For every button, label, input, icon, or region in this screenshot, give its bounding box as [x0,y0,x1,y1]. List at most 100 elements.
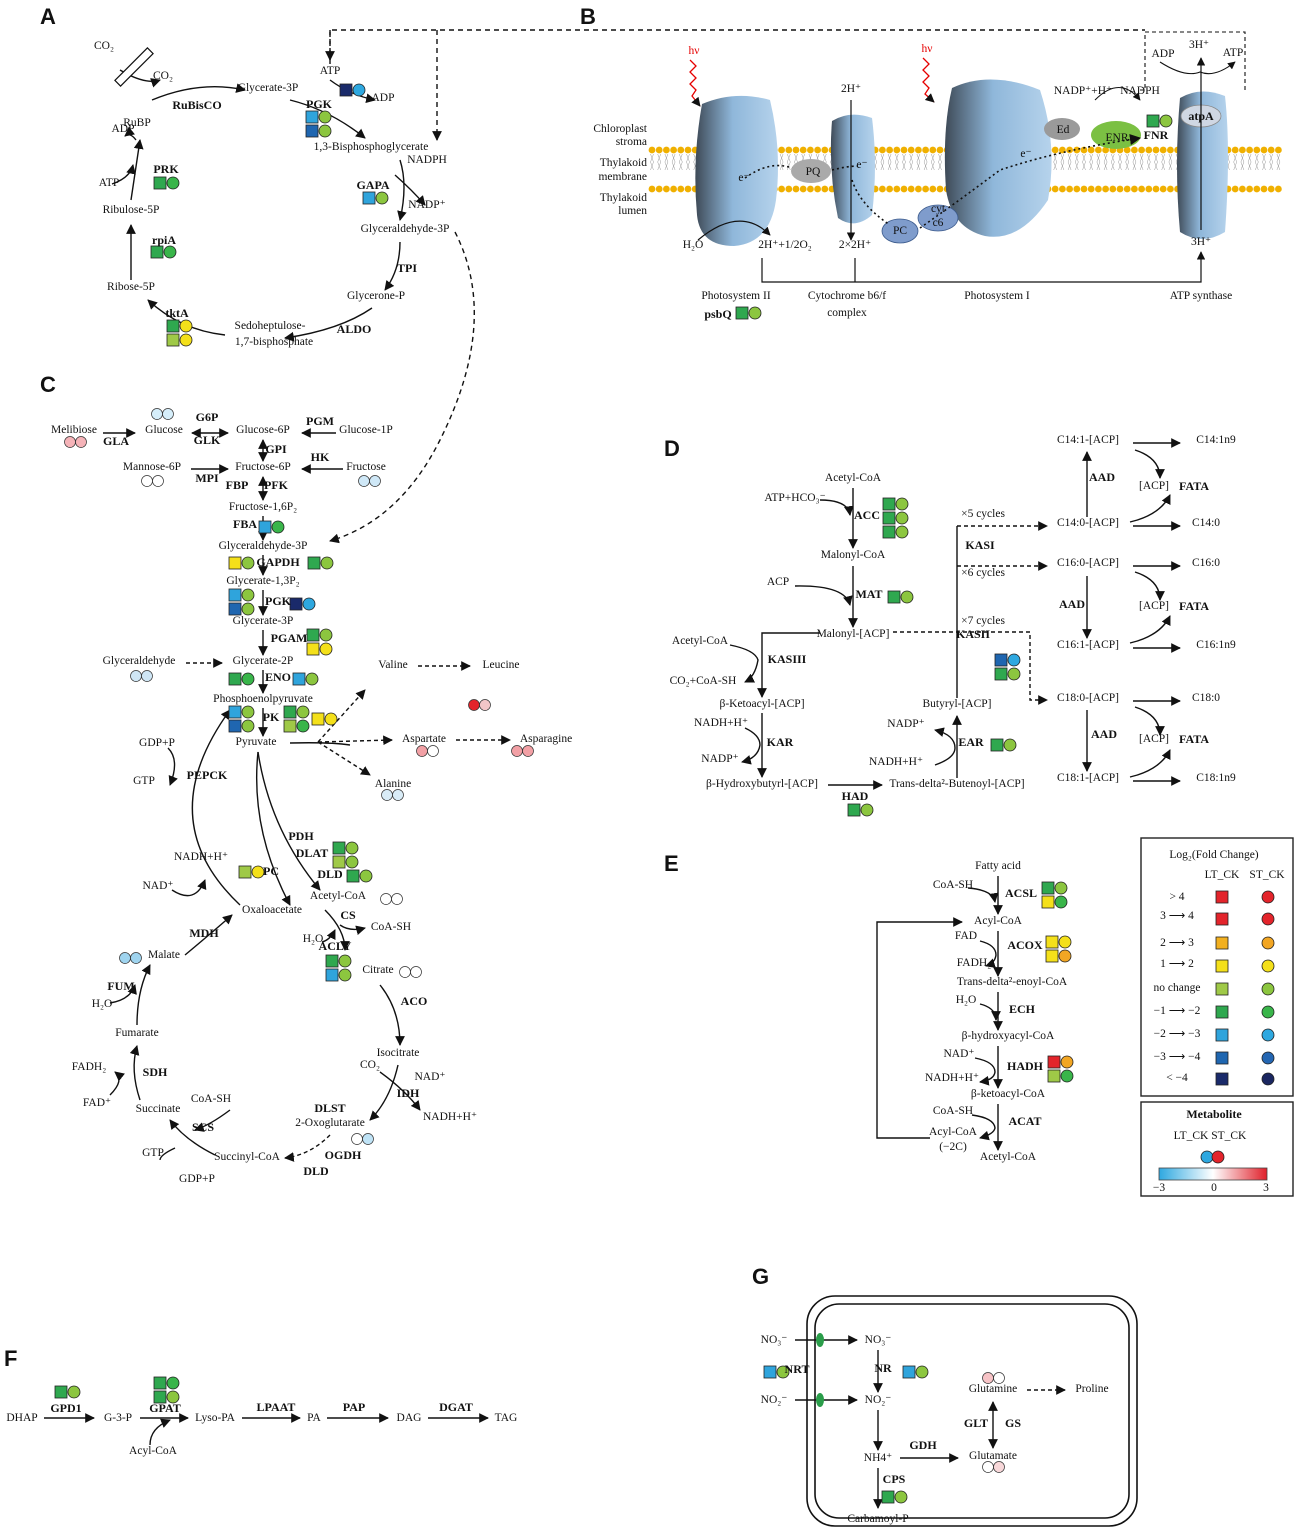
label-2h-1-2o: 2H⁺+1/2O₂ [758,239,812,251]
enzyme-label-ear: EAR [958,735,984,749]
enzyme-label-gpi: GPI [265,442,287,456]
enzyme-label-mat: MAT [855,587,882,601]
legend [1140,837,1294,1197]
label-succinate: Succinate [136,1103,181,1115]
label-nadh-h: NADH+H⁺ [925,1072,979,1084]
metabolite-lt-circle [130,670,142,682]
fold-change-circle [338,954,352,968]
label-glucose-1p: Glucose-1P [339,424,393,436]
fold-change-circle [900,590,914,604]
metabolite-lt-circle [982,1372,994,1384]
metabolite-st-circle [152,475,164,487]
lipid-head-inner [929,185,937,193]
metabolite-lt-circle [151,408,163,420]
label-co: CO₂ [360,1059,380,1071]
label-3-4: −3 ⟶ −4 [1154,1051,1201,1063]
lipid-tail [679,153,683,171]
fold-change-square [306,628,320,642]
label-chloroplast: Chloroplast [593,123,647,135]
lipid-tail [1168,153,1173,171]
label-coa-sh: CoA-SH [371,921,411,933]
lipid-head-outer [1167,146,1174,154]
label-nadp-h: NADP⁺+H⁺ [1054,85,1112,97]
label-c6: c6 [933,217,944,229]
enzyme-label-acat: ACAT [1008,1114,1041,1128]
lipid-head-outer [1267,146,1275,154]
enzyme-label-rubisco: RuBisCO [172,98,221,112]
label-nadp: NADP⁺ [887,718,924,730]
lipid-tail [1240,153,1245,171]
lipid-head-inner [648,185,656,193]
fold-change-square [1041,895,1055,909]
lipid-tail [1067,153,1072,171]
legend-circle [1261,1028,1275,1042]
label-glutamate: Glutamate [969,1450,1017,1462]
lipid-head-outer [1138,146,1145,154]
label-pc: PC [893,225,907,237]
lipid-tail [1147,153,1151,171]
label-malonyl-coa: Malonyl-CoA [821,549,886,561]
panel-label-b: B [580,4,596,29]
fold-change-square [289,597,303,611]
lipid-head-outer [807,146,814,154]
fold-change-circle [359,869,373,883]
label-photosystem-i: Photosystem I [964,290,1030,302]
enzyme-label-dlat: DLAT [296,846,328,860]
label-glucose: Glucose [145,424,183,436]
fold-change-circle [895,497,909,511]
label-3-4: 3 ⟶ 4 [1160,910,1194,922]
lipid-head-inner [655,185,663,193]
enzyme-label-metabolite: Metabolite [1186,1107,1242,1121]
lipid-tail [1154,153,1158,171]
lipid-head-inner [900,185,908,193]
fold-change-square [346,869,360,883]
lipid-head-inner [1275,185,1282,193]
label-h-o: H₂O [683,239,704,251]
label-2h: 2H⁺ [841,83,861,95]
lipid-tail [1161,153,1165,171]
fold-change-square [54,1385,68,1399]
fold-change-circle [748,306,762,320]
legend-circle [1261,936,1275,950]
lipid-head-inner [814,185,821,193]
legend-circle [1261,959,1275,973]
lipid-head-inner [684,185,692,193]
lipid-head-outer [936,146,944,154]
label-e: e⁻ [856,159,867,171]
fold-change-square [283,705,297,719]
label-ketoacyl-coa: β-ketoacyl-CoA [971,1088,1046,1100]
fold-change-square [238,865,252,879]
enzyme-label-eno: ENO [265,670,291,684]
lipid-tail [1276,153,1281,171]
label-gtp: GTP [133,775,155,787]
enzyme-label-psbq: psbQ [704,307,731,321]
enzyme-label-ech: ECH [1009,1002,1036,1016]
metabolite-legend-lt [1200,1150,1214,1164]
label-1-2: 1 ⟶ 2 [1160,958,1194,970]
metabolite-markers [64,408,1005,1473]
label-c16-0-acp: C16:0-[ACP] [1057,557,1119,569]
label-fructose-6p: Fructose-6P [235,461,291,473]
lipid-head-inner [1131,185,1138,193]
lipid-head-inner [792,185,800,193]
label-nadh-h: NADH+H⁺ [174,851,228,863]
metabolite-lt-circle [416,745,428,757]
electron-path [744,138,1140,229]
label-acetyl-coa: Acetyl-CoA [980,1151,1037,1163]
label-nad: NAD⁺ [143,880,174,892]
panel-label-a: A [40,4,56,29]
fold-change-circle [241,705,255,719]
label-fructose: Fructose [346,461,386,473]
fold-change-square [283,719,297,733]
enzyme-label-prk: PRK [153,162,179,176]
enzyme-label-acly: ACLY [319,939,352,953]
label-0: 0 [1211,1182,1217,1194]
lipid-tail [1269,153,1273,171]
label-1-3-bisphosphoglycerate: 1,3-Bisphosphoglycerate [314,141,429,153]
label-gdp-p: GDP+P [139,737,175,749]
lipid-tail [938,153,942,171]
metabolite-st-circle [522,745,534,757]
fold-change-square [306,642,320,656]
fold-change-square [882,525,896,539]
label-nadp: NADP⁺ [408,199,445,211]
